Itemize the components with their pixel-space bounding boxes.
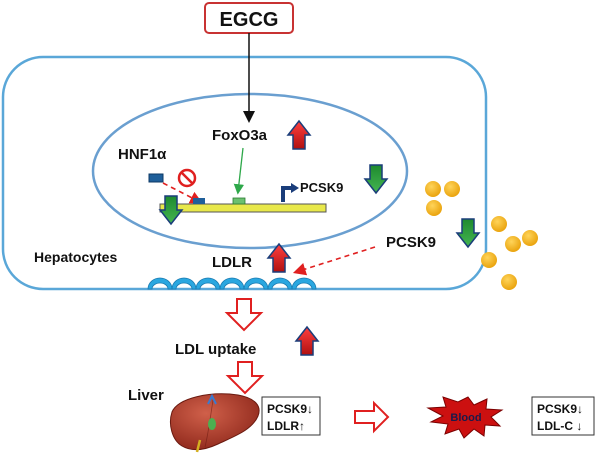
pcsk9-extracellular-down-arrow-icon [456,218,480,248]
pcsk9-particle [481,252,497,268]
nucleus [91,92,409,250]
pcsk9-particle [425,181,441,197]
blood-label: Blood [450,412,481,424]
pcsk9-gene-label: PCSK9 [300,180,343,195]
foxo3a-to-gene-arrow [233,147,245,195]
liver-icon [169,393,260,453]
pcsk9-particle [426,200,442,216]
ldlr-receptors [147,277,317,290]
blood-result-line1: PCSK9↓ [537,402,583,416]
pcsk9-to-ldlr-dashed-arrow [292,246,376,276]
blood-result-line2: LDL-C ↓ [537,419,582,433]
ldlr-receptor [147,277,173,290]
ldlr-receptor [171,277,197,290]
pcsk9-particle [444,181,460,197]
ldlr-label: LDLR [212,254,252,271]
foxo3a-label: FoxO3a [212,127,268,144]
ldlr-receptor [267,277,293,290]
foxo3a-up-arrow-icon [287,120,311,150]
ldlr-receptor [291,277,317,290]
transcription-start-arrow [281,186,292,202]
ldl-uptake-up-arrow-icon [295,326,319,356]
dna-strand [159,203,327,213]
transcription-start-arrowhead [291,183,299,193]
blood-burst-icon [426,396,504,439]
liver-label: Liver [128,387,164,404]
foxo3a-binding-site [232,197,246,205]
hepatocytes-label: Hepatocytes [34,249,117,265]
hollow-down-arrow-icon [224,298,264,332]
pcsk9-particles [425,181,538,290]
liver-result-box [261,396,321,436]
hnf1a-down-arrow-icon [159,195,183,225]
ldlr-receptor [219,277,245,290]
hnf1a-to-promoter-dashed-arrow [162,182,203,204]
hollow-right-arrow-icon [354,400,390,434]
hollow-down-arrow-icon [225,361,265,395]
pcsk9-particle [491,216,507,232]
pcsk9-gene-down-arrow-icon [364,164,388,194]
ldl-uptake-label: LDL uptake [175,341,256,358]
liver-result-line1: PCSK9↓ [267,402,313,416]
hnf1a-label: HNF1α [118,146,167,163]
ldlr-receptor [195,277,221,290]
ldlr-receptor [243,277,269,290]
liver-result-line2: LDLR↑ [267,419,305,433]
pcsk9-particle [501,274,517,290]
hnf1a-marker [148,173,164,183]
hnf1a-binding-site [193,198,205,204]
pcsk9-extracellular-label: PCSK9 [386,234,436,251]
blood-result-box [531,396,595,436]
egcg-label: EGCG [220,9,279,31]
pcsk9-particle [522,230,538,246]
inhibit-icon [177,168,197,188]
pcsk9-particle [505,236,521,252]
